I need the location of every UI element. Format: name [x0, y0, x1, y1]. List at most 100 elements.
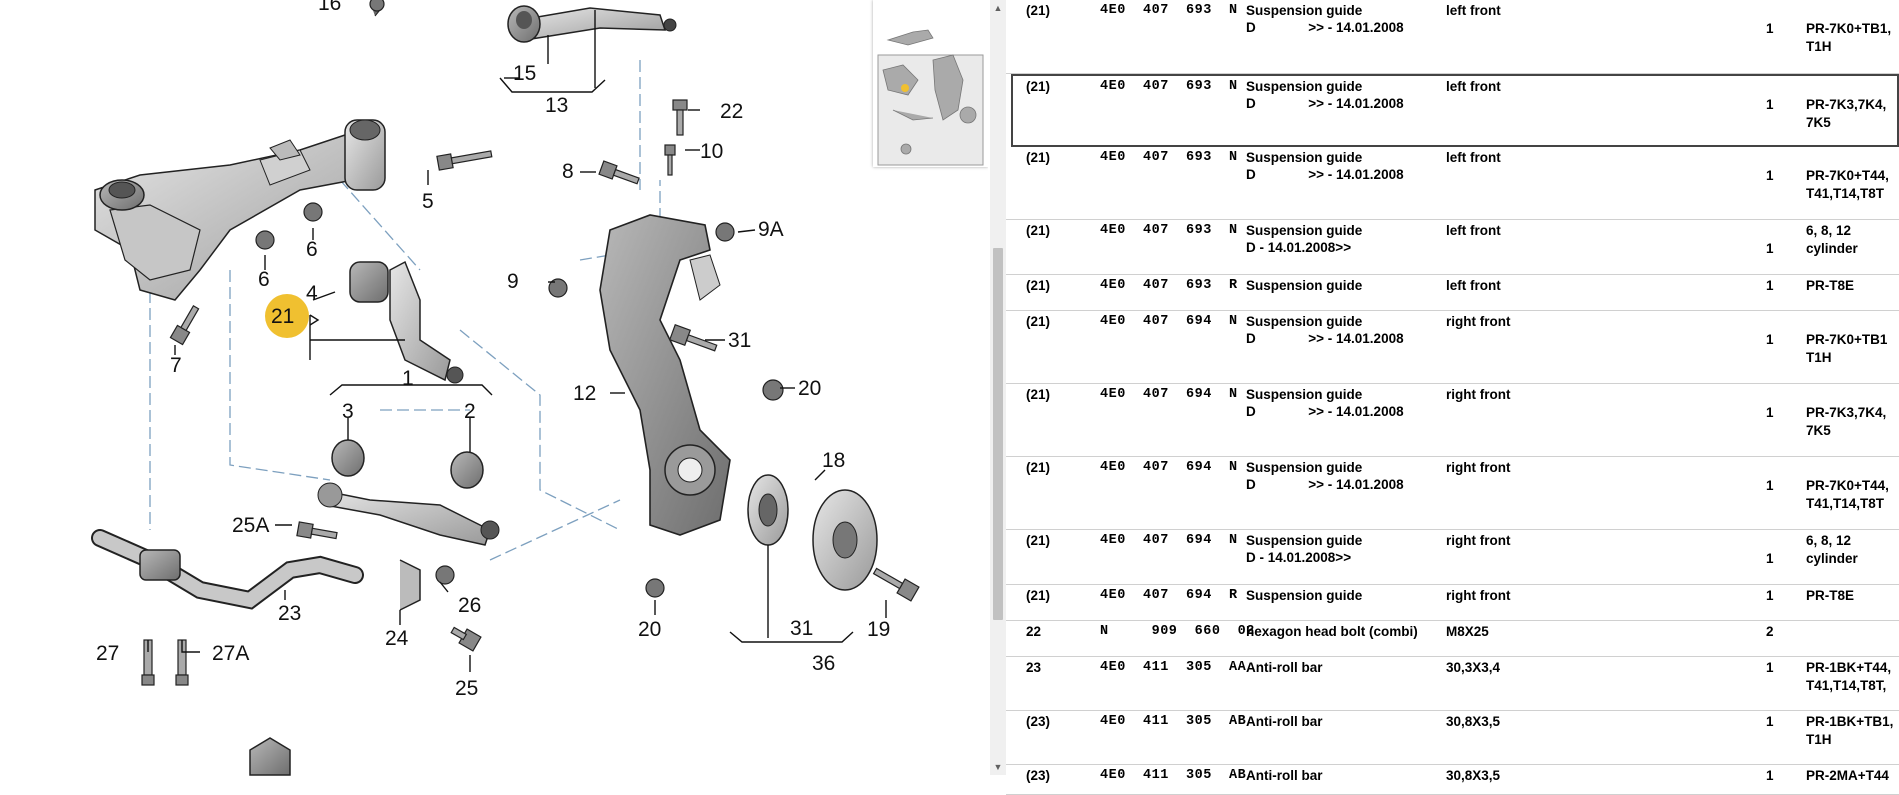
- callout-26[interactable]: 26: [458, 594, 481, 617]
- callout-20a[interactable]: 20: [798, 377, 821, 400]
- subframe: [94, 119, 386, 301]
- position-number: 22: [1026, 624, 1042, 639]
- callout-4[interactable]: 4: [306, 282, 318, 305]
- part-model-code-cont: cylinder: [1806, 551, 1858, 566]
- position-number: (21): [1026, 150, 1051, 165]
- part-remark: 30,8X3,5: [1446, 768, 1501, 783]
- callout-1[interactable]: 1: [402, 367, 414, 390]
- position-number: (21): [1026, 533, 1051, 548]
- part-description: Suspension guide: [1246, 314, 1363, 329]
- part-number: 4E0 407 694 R: [1100, 588, 1238, 603]
- part-description: Suspension guide: [1246, 3, 1363, 18]
- part-remark: right front: [1446, 314, 1511, 329]
- callout-19[interactable]: 19: [867, 618, 890, 641]
- callout-20b[interactable]: 20: [638, 618, 661, 641]
- diagram-pane[interactable]: 16 15 13 22 8 10 5 6 6 9A 4 9 21 7 31 1 …: [0, 0, 920, 776]
- callout-25A[interactable]: 25A: [232, 514, 269, 537]
- callout-16[interactable]: 16: [318, 0, 341, 15]
- part-row[interactable]: (21) 4E0 407 694 N Suspension guide righ…: [1006, 384, 1899, 457]
- callout-27[interactable]: 27: [96, 642, 119, 665]
- diagram-overview-thumbnail[interactable]: [873, 0, 988, 167]
- position-number: (23): [1026, 714, 1051, 729]
- part-row[interactable]: (21) 4E0 407 694 N Suspension guide righ…: [1006, 530, 1899, 585]
- callout-6b[interactable]: 6: [306, 238, 318, 261]
- part-model-code: PR-1BK+T44,: [1806, 660, 1892, 675]
- part-description: Suspension guide: [1246, 588, 1363, 603]
- part-row[interactable]: (21) 4E0 407 693 R Suspension guide left…: [1006, 275, 1899, 311]
- callout-9A[interactable]: 9A: [758, 218, 784, 241]
- part-model-code-cont: T41,T14,T8T: [1806, 186, 1885, 201]
- callout-10[interactable]: 10: [700, 140, 723, 163]
- scrollbar-thumb[interactable]: [993, 248, 1003, 620]
- part-row[interactable]: 22 N 909 660 02 hexagon head bolt (combi…: [1006, 621, 1899, 657]
- parts-list: (21) 4E0 407 693 N Suspension guide left…: [1006, 0, 1899, 795]
- callout-13[interactable]: 13: [545, 94, 568, 117]
- parts-list-scrollbar[interactable]: ▲ ▼: [990, 0, 1006, 775]
- callout-3[interactable]: 3: [342, 400, 354, 423]
- position-number: (21): [1026, 387, 1051, 402]
- part-row[interactable]: (21) 4E0 407 693 N Suspension guide left…: [1006, 220, 1899, 275]
- part-row[interactable]: (21) 4E0 407 694 N Suspension guide righ…: [1006, 457, 1899, 530]
- part-quantity: 1: [1766, 97, 1774, 112]
- callout-24[interactable]: 24: [385, 627, 409, 650]
- part-description: Suspension guide: [1246, 150, 1363, 165]
- part-date-note: D >> - 14.01.2008: [1246, 96, 1404, 111]
- part-row[interactable]: (23) 4E0 411 305 AB Anti-roll bar 30,8X3…: [1006, 765, 1899, 795]
- part-model-code-cont: T1H: [1806, 350, 1832, 365]
- part-number: 4E0 407 694 N: [1100, 387, 1238, 402]
- part-model-code-cont: cylinder: [1806, 241, 1858, 256]
- part-model-code-cont: T1H: [1806, 39, 1832, 54]
- callout-22[interactable]: 22: [720, 100, 743, 123]
- callout-9[interactable]: 9: [507, 270, 519, 293]
- callout-27A[interactable]: 27A: [212, 642, 249, 665]
- position-number: (21): [1026, 278, 1051, 293]
- callout-15[interactable]: 15: [513, 62, 536, 85]
- suspension-guide-arm: [349, 260, 464, 384]
- callout-23[interactable]: 23: [278, 602, 301, 625]
- part-row-selected[interactable]: (21) 4E0 407 693 N Suspension guide left…: [1011, 74, 1899, 147]
- part-quantity: 1: [1766, 551, 1774, 566]
- callout-7[interactable]: 7: [170, 354, 182, 377]
- scroll-down-icon[interactable]: ▼: [993, 762, 1003, 772]
- callout-21[interactable]: 21: [271, 305, 294, 328]
- parts-exploded-diagram[interactable]: 16 15 13 22 8 10 5 6 6 9A 4 9 21 7 31 1 …: [0, 0, 920, 776]
- part-quantity: 1: [1766, 332, 1774, 347]
- part-remark: 30,3X3,4: [1446, 660, 1501, 675]
- callout-31b[interactable]: 31: [790, 617, 813, 640]
- position-number: (21): [1026, 314, 1051, 329]
- part-model-code: PR-7K3,7K4,: [1806, 405, 1887, 420]
- callout-31a[interactable]: 31: [728, 329, 751, 352]
- steering-knuckle: [599, 214, 731, 536]
- part-number: 4E0 407 693 N: [1100, 223, 1238, 238]
- callout-8[interactable]: 8: [562, 160, 574, 183]
- callout-6a[interactable]: 6: [258, 268, 270, 291]
- lower-control-arm: [317, 439, 500, 546]
- part-model-code-cont: 7K5: [1806, 115, 1831, 130]
- callout-25[interactable]: 25: [455, 677, 478, 700]
- part-row[interactable]: (21) 4E0 407 694 N Suspension guide righ…: [1006, 311, 1899, 384]
- position-number: (21): [1026, 460, 1051, 475]
- part-row[interactable]: (21) 4E0 407 694 R Suspension guide righ…: [1006, 585, 1899, 621]
- anti-roll-bar: [91, 529, 421, 611]
- part-number: 4E0 407 694 N: [1100, 314, 1238, 329]
- part-row[interactable]: 23 4E0 411 305 AA Anti-roll bar 30,3X3,4…: [1006, 657, 1899, 711]
- part-row[interactable]: (23) 4E0 411 305 AB Anti-roll bar 30,8X3…: [1006, 711, 1899, 765]
- part-model-code: PR-T8E: [1806, 278, 1855, 293]
- callout-36[interactable]: 36: [812, 652, 835, 675]
- scroll-up-icon[interactable]: ▲: [993, 3, 1003, 13]
- part-number: 4E0 411 305 AB: [1100, 714, 1247, 729]
- part-model-code: PR-7K3,7K4,: [1806, 97, 1887, 112]
- part-remark: left front: [1446, 223, 1501, 238]
- position-21-highlight[interactable]: [265, 294, 309, 338]
- callout-2[interactable]: 2: [464, 400, 476, 423]
- callout-5[interactable]: 5: [422, 190, 434, 213]
- part-model-code: PR-7K0+TB1,: [1806, 21, 1892, 36]
- part-row[interactable]: (21) 4E0 407 693 N Suspension guide left…: [1006, 0, 1899, 74]
- part-row[interactable]: (21) 4E0 407 693 N Suspension guide left…: [1006, 147, 1899, 220]
- callout-18[interactable]: 18: [822, 449, 845, 472]
- part-remark: right front: [1446, 533, 1511, 548]
- part-description: Suspension guide: [1246, 223, 1363, 238]
- upper-control-arm: [369, 1, 677, 43]
- part-model-code-cont: T1H: [1806, 732, 1832, 747]
- callout-12[interactable]: 12: [573, 382, 596, 405]
